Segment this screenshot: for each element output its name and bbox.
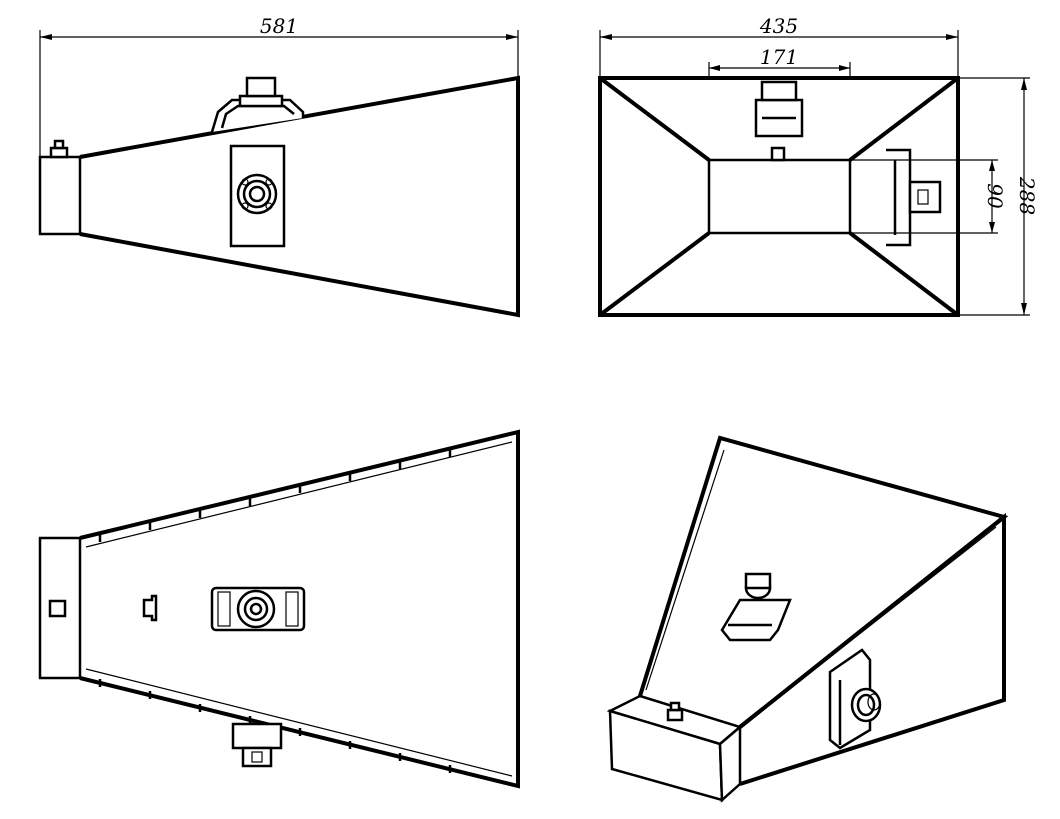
flare-edges [598,76,960,317]
mount-plate-front [886,148,942,247]
coax-connector-side [49,139,69,159]
mount-bracket-iso [720,572,792,642]
waveguide-section-top [38,536,82,680]
dimension-aperture-height: 288 [958,77,1039,316]
dimension-overall-length: 581 [39,14,519,160]
dimension-label-171: 171 [760,45,798,69]
front-view: 435 171 [598,14,1039,317]
mount-plate-iso [828,648,882,750]
mount-bracket-bottom [231,722,283,768]
isometric-view [606,435,1009,803]
seam-rivets [98,449,452,773]
side-view: 581 [38,14,520,318]
top-view [38,429,520,789]
dimension-label-435: 435 [759,14,798,38]
dimension-waveguide-height: 90 [850,159,1007,234]
mount-plate-top [210,586,306,632]
dimension-aperture-width: 435 [599,14,959,78]
coax-connector-iso [666,701,684,722]
dimension-waveguide-width: 171 [708,45,851,160]
small-connector-top [142,594,158,622]
waveguide-section [38,155,82,236]
mount-bracket-front [754,80,804,162]
connector-square-top [48,599,67,618]
dimension-label-288: 288 [1015,176,1039,215]
horn-body-iso [638,435,1009,729]
dimension-label-581: 581 [260,14,298,38]
mount-bracket-top [210,76,305,133]
mount-plate-side [229,144,286,248]
dimension-label-90: 90 [983,183,1007,209]
